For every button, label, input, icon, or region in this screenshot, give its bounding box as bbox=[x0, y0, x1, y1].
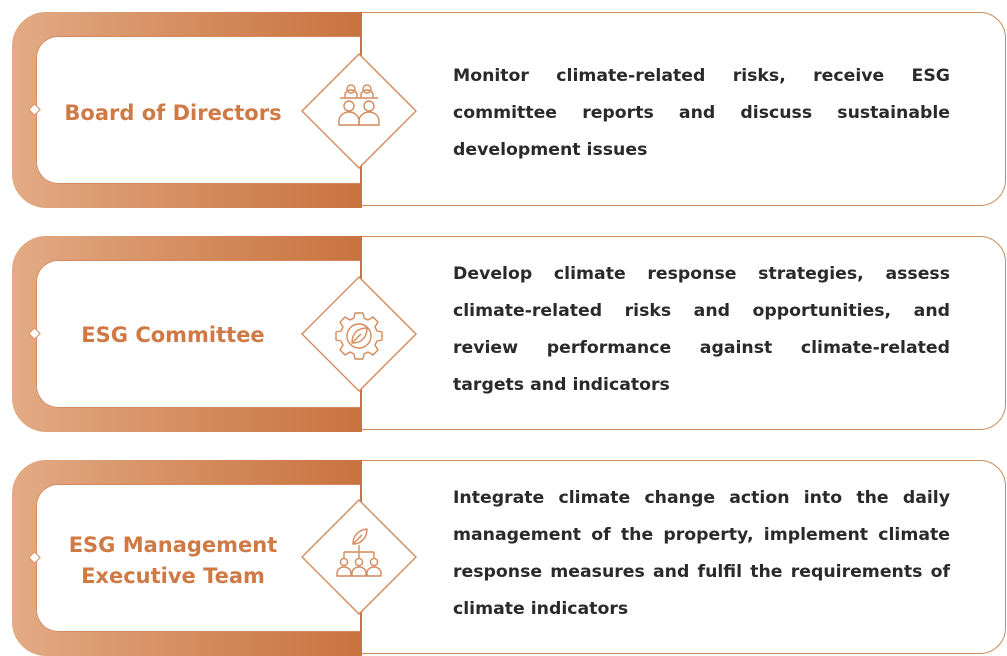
description-panel bbox=[300, 12, 1006, 206]
role-title: Board of Directors bbox=[64, 101, 282, 125]
role-title-line: ESG Management bbox=[68, 533, 278, 557]
icon-diamond bbox=[300, 275, 418, 393]
board-meeting-icon bbox=[301, 53, 417, 169]
description-panel bbox=[300, 460, 1006, 654]
description-panel bbox=[300, 236, 1006, 430]
team-hierarchy-leaf-icon bbox=[301, 499, 417, 615]
row-esg-committee: ESG Committee Develop climate response s… bbox=[0, 236, 1007, 432]
row-esg-management-executive-team: ESG Management Executive Team bbox=[0, 460, 1007, 656]
row-board-of-directors: Board of Directors Monitor climate-relat… bbox=[0, 12, 1007, 208]
icon-diamond bbox=[300, 498, 418, 616]
role-title: ESG Committee bbox=[81, 323, 265, 347]
role-description: Integrate climate change action into the… bbox=[453, 488, 950, 619]
role-description: Develop climate response strategies, ass… bbox=[453, 264, 950, 395]
role-description: Monitor climate-related risks, receive E… bbox=[453, 66, 950, 160]
role-title: ESG Management Executive Team bbox=[52, 530, 294, 592]
icon-diamond bbox=[300, 52, 418, 170]
role-title-line: Executive Team bbox=[81, 564, 265, 588]
gear-leaf-icon bbox=[301, 276, 417, 392]
